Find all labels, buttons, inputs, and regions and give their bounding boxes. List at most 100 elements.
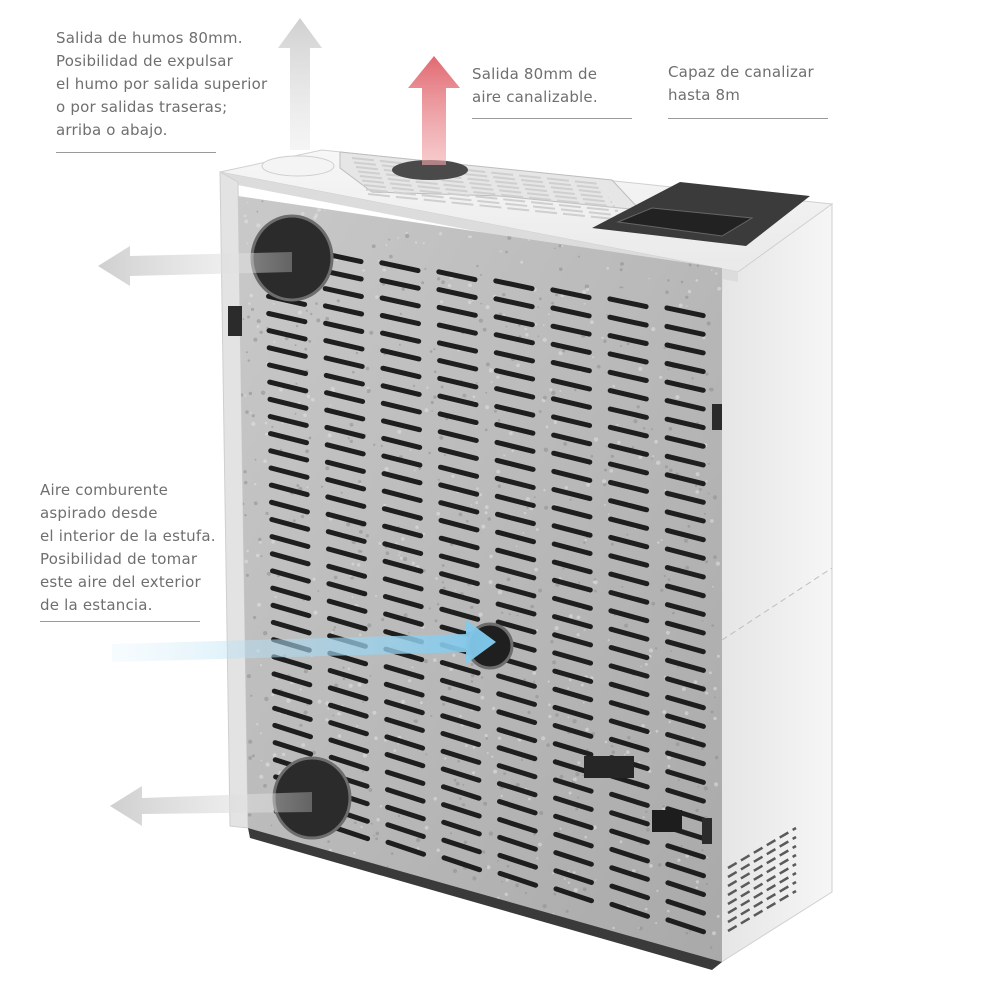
texture-dot — [507, 235, 512, 240]
label-line: arriba o abajo. — [56, 121, 168, 139]
texture-dot — [337, 734, 342, 738]
vent-slot — [327, 685, 369, 702]
texture-dot — [551, 390, 556, 396]
vent-slot — [382, 558, 424, 574]
vent-slot — [494, 475, 536, 490]
texture-dot — [366, 388, 371, 394]
texture-dot — [423, 659, 428, 664]
label-line: hasta 8m — [668, 86, 741, 104]
vent-slot — [609, 828, 650, 845]
vent-slot — [664, 583, 706, 599]
latch — [228, 306, 242, 336]
texture-dot — [559, 827, 562, 830]
vent-slot — [608, 479, 649, 494]
texture-dot — [534, 323, 538, 326]
vent-slot — [268, 448, 310, 463]
vent-slot — [267, 414, 309, 428]
texture-dot — [245, 410, 249, 414]
texture-dot — [696, 264, 699, 267]
texture-dot — [631, 446, 635, 449]
texture-dot — [351, 562, 355, 566]
texture-dot — [379, 805, 382, 808]
vent-slot — [552, 704, 594, 721]
texture-dot — [441, 280, 445, 285]
vent-slot — [439, 589, 480, 604]
texture-dot — [692, 737, 694, 740]
texture-dot — [399, 312, 402, 315]
texture-dot — [256, 210, 259, 213]
texture-dot — [422, 532, 426, 536]
texture-dot — [619, 286, 622, 289]
texture-dot — [299, 688, 302, 691]
texture-dot — [649, 648, 653, 653]
vent-slot — [495, 565, 537, 581]
texture-dot — [251, 421, 256, 427]
texture-dot — [451, 474, 455, 478]
texture-dot — [612, 384, 615, 388]
vent-slot — [665, 676, 706, 692]
texture-dot — [505, 250, 508, 254]
texture-dot — [485, 737, 488, 740]
texture-dot — [516, 614, 519, 617]
texture-dot — [244, 219, 249, 224]
texture-dot — [709, 946, 713, 949]
texture-dot — [244, 480, 248, 485]
texture-dot — [436, 511, 441, 516]
combustion-air-label: Aire comburente aspirado desde el interi… — [40, 479, 216, 617]
texture-dot — [325, 316, 330, 321]
texture-dot — [304, 347, 308, 351]
texture-dot — [656, 460, 661, 465]
texture-dot — [585, 727, 589, 732]
air-outlet-divider — [472, 118, 632, 119]
vent-slot — [438, 464, 480, 479]
vent-slot — [272, 705, 313, 722]
vent-slot — [553, 850, 594, 867]
texture-dot — [251, 414, 255, 418]
texture-dot — [522, 532, 525, 534]
vent-slot — [268, 482, 310, 498]
texture-dot — [271, 540, 275, 544]
texture-dot — [701, 620, 704, 622]
texture-dot — [695, 472, 700, 477]
texture-dot — [463, 840, 468, 844]
vent-slot — [607, 314, 649, 328]
vent-slot — [664, 398, 706, 412]
vent-slot — [664, 361, 706, 375]
vent-slot — [553, 886, 594, 904]
texture-dot — [377, 260, 380, 262]
texture-dot — [593, 580, 598, 585]
vent-slot — [269, 534, 311, 549]
vent-slot — [665, 694, 706, 711]
texture-dot — [646, 828, 650, 832]
texture-dot — [492, 706, 496, 711]
texture-dot — [305, 449, 309, 454]
texture-dot — [265, 762, 270, 767]
texture-dot — [452, 653, 456, 657]
vent-slot — [384, 716, 425, 733]
texture-dot — [532, 671, 536, 675]
texture-dot — [320, 485, 324, 488]
vent-slot — [270, 602, 312, 619]
texture-dot — [583, 302, 586, 305]
texture-dot — [468, 235, 471, 239]
texture-dot — [405, 231, 408, 235]
texture-dot — [584, 835, 587, 839]
vent-slot — [381, 453, 423, 468]
texture-dot — [250, 307, 255, 311]
vent-slot — [380, 365, 422, 380]
texture-dot — [550, 640, 554, 644]
texture-dot — [590, 455, 594, 458]
texture-dot — [441, 564, 445, 567]
texture-dot — [568, 614, 573, 619]
vent-slot — [326, 598, 368, 614]
texture-dot — [603, 482, 607, 487]
vent-slot — [440, 713, 481, 730]
power-switch — [652, 810, 682, 832]
texture-dot — [703, 786, 708, 791]
texture-dot — [626, 533, 629, 536]
vent-slot — [607, 461, 649, 476]
texture-dot — [444, 757, 447, 760]
texture-dot — [624, 623, 629, 628]
arrow-left-icon — [98, 246, 292, 286]
